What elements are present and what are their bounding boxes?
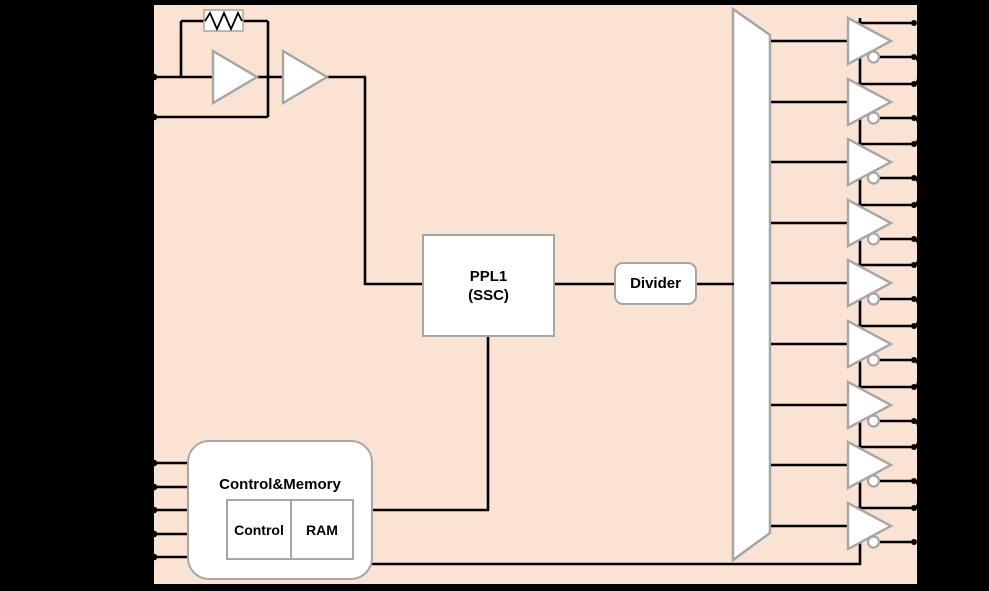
fanout-trapezoid-icon: [731, 6, 772, 563]
control-cell: Control: [228, 501, 292, 558]
pin-end-dot: [911, 20, 917, 26]
pin-gap-tab: [862, 299, 917, 326]
xin-terminal-dot: [150, 73, 158, 81]
pin-gap-tab: [862, 178, 917, 205]
control-memory-block: Control&Memory Control RAM: [187, 440, 373, 580]
pin-end-dot: [911, 384, 917, 390]
inverter-bubble-icon: [866, 111, 881, 125]
pin-end-dot: [911, 323, 917, 329]
control-pin-terminal-dot: [150, 506, 158, 514]
inverter-bubble-icon: [866, 171, 881, 185]
pin-end-dot: [911, 262, 917, 268]
inverter-bubble-icon: [866, 50, 881, 64]
pin-end-dot: [911, 236, 917, 242]
pin-gap-tab: [862, 118, 917, 144]
xout-terminal-dot: [150, 113, 158, 121]
pin-end-dot: [911, 141, 917, 147]
inverter-bubble-icon: [866, 474, 881, 488]
control-pin-terminal-dot: [150, 483, 158, 491]
oscillator-amplifier-icon: [211, 48, 260, 106]
pin-gap-tab: [862, 57, 917, 84]
pin-gap-tab: [862, 239, 917, 265]
inverter-bubble-icon: [866, 414, 881, 428]
pin-gap-tab: [862, 421, 917, 447]
inverter-bubble-icon: [866, 292, 881, 306]
pll-block: PPL1 (SSC): [422, 234, 555, 337]
pin-end-dot: [911, 539, 917, 545]
control-pin-terminal-dot: [150, 459, 158, 467]
ram-cell: RAM: [292, 501, 352, 558]
pin-end-dot: [911, 296, 917, 302]
resistor-zigzag-icon: [204, 10, 243, 32]
pin-end-dot: [911, 505, 917, 511]
pin-end-dot: [911, 478, 917, 484]
control-pin-terminal-dot: [150, 530, 158, 538]
pin-end-dot: [911, 81, 917, 87]
control-cell-label: Control: [234, 521, 284, 538]
pin-end-dot: [911, 202, 917, 208]
inverter-bubble-icon: [866, 232, 881, 246]
pll-label-line2: (SSC): [468, 286, 509, 304]
divider-label: Divider: [630, 275, 681, 292]
inverter-bubble-icon: [866, 353, 881, 367]
pin-end-dot: [911, 444, 917, 450]
pin-end-dot: [911, 54, 917, 60]
pll-label-line1: PPL1: [469, 267, 508, 285]
pin-end-dot: [911, 357, 917, 363]
control-pin-terminal-dot: [150, 553, 158, 561]
control-memory-inner-box: Control RAM: [226, 499, 354, 560]
control-memory-title: Control&Memory: [219, 476, 341, 493]
oscillator-amplifier-icon: [281, 48, 330, 106]
ram-cell-label: RAM: [306, 521, 338, 538]
pin-end-dot: [911, 175, 917, 181]
pin-gap-tab: [862, 481, 917, 508]
inverter-bubble-icon: [866, 535, 881, 549]
pin-end-dot: [911, 418, 917, 424]
pin-end-dot: [911, 115, 917, 121]
divider-block: Divider: [614, 262, 697, 305]
pin-gap-tab: [862, 360, 917, 387]
